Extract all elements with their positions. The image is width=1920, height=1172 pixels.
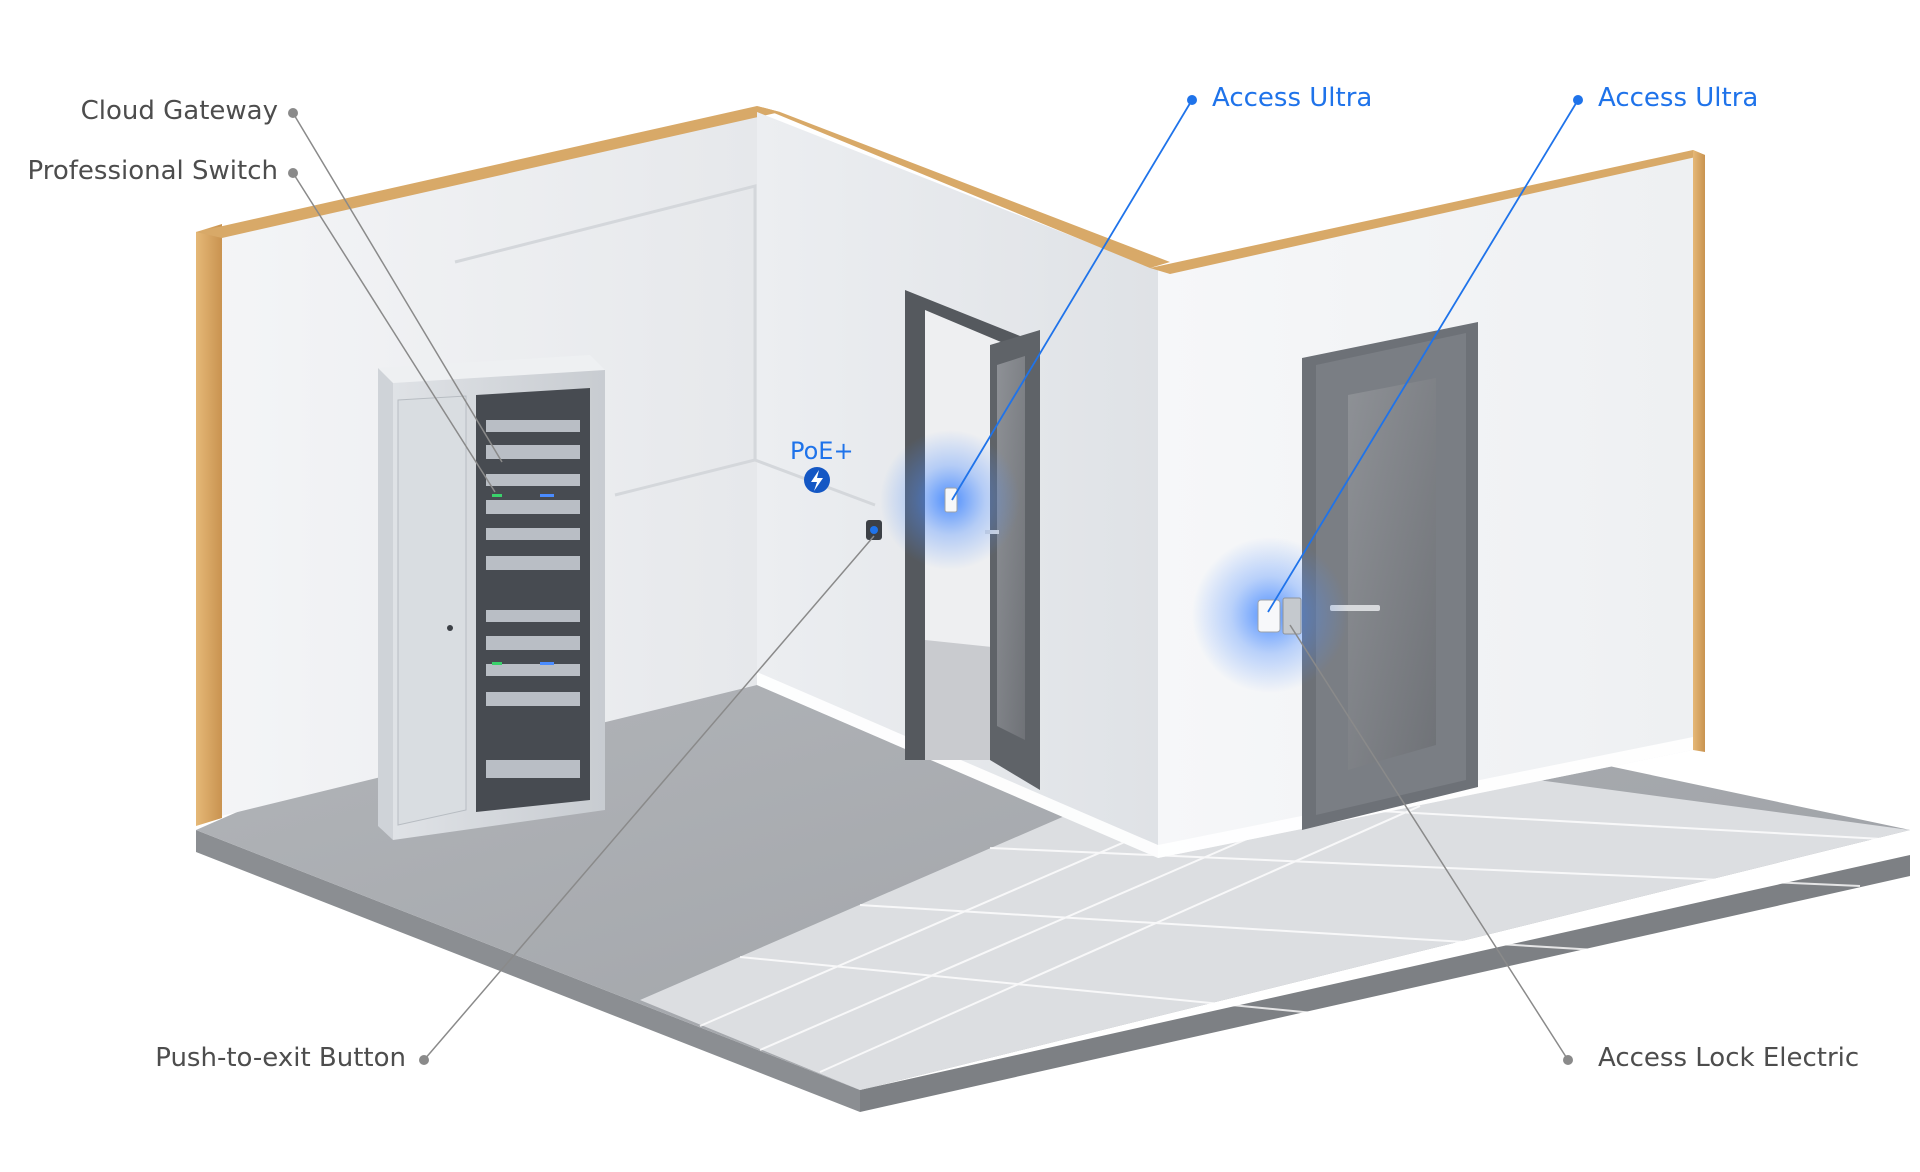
- wall-left-top: [196, 106, 780, 238]
- wall-middle-top: [757, 106, 1170, 268]
- callout-push-to-exit-button: Push-to-exit Button: [155, 1043, 406, 1073]
- leader-lines-gray: [292, 112, 1569, 1061]
- wall-right-top: [1150, 150, 1705, 274]
- poe-plus-label: PoE+: [790, 437, 854, 465]
- access-lock-electric-device: [1282, 597, 1302, 635]
- floor-slab-left-face: [196, 830, 860, 1112]
- access-ultra-device-right: [1257, 599, 1281, 633]
- access-ultra-device-left: [944, 487, 958, 513]
- server-rack: [378, 355, 605, 840]
- closed-door-glass: [1348, 378, 1436, 770]
- wall-left-wood-edge: [196, 224, 222, 826]
- open-door-glass: [997, 356, 1025, 740]
- callout-access-ultra-right: Access Ultra: [1598, 83, 1759, 113]
- callout-access-lock-electric: Access Lock Electric: [1598, 1043, 1860, 1073]
- floor-slab-right-face: [860, 855, 1910, 1112]
- leader-lines-blue: [951, 99, 1579, 613]
- callout-professional-switch: Professional Switch: [27, 156, 278, 186]
- callout-cloud-gateway: Cloud Gateway: [80, 96, 278, 126]
- wall-right-wood-edge: [1693, 150, 1705, 752]
- callout-access-ultra-left: Access Ultra: [1212, 83, 1373, 113]
- cable-conduit: [454, 184, 757, 497]
- floor-corridor-tiles: [640, 740, 1910, 1090]
